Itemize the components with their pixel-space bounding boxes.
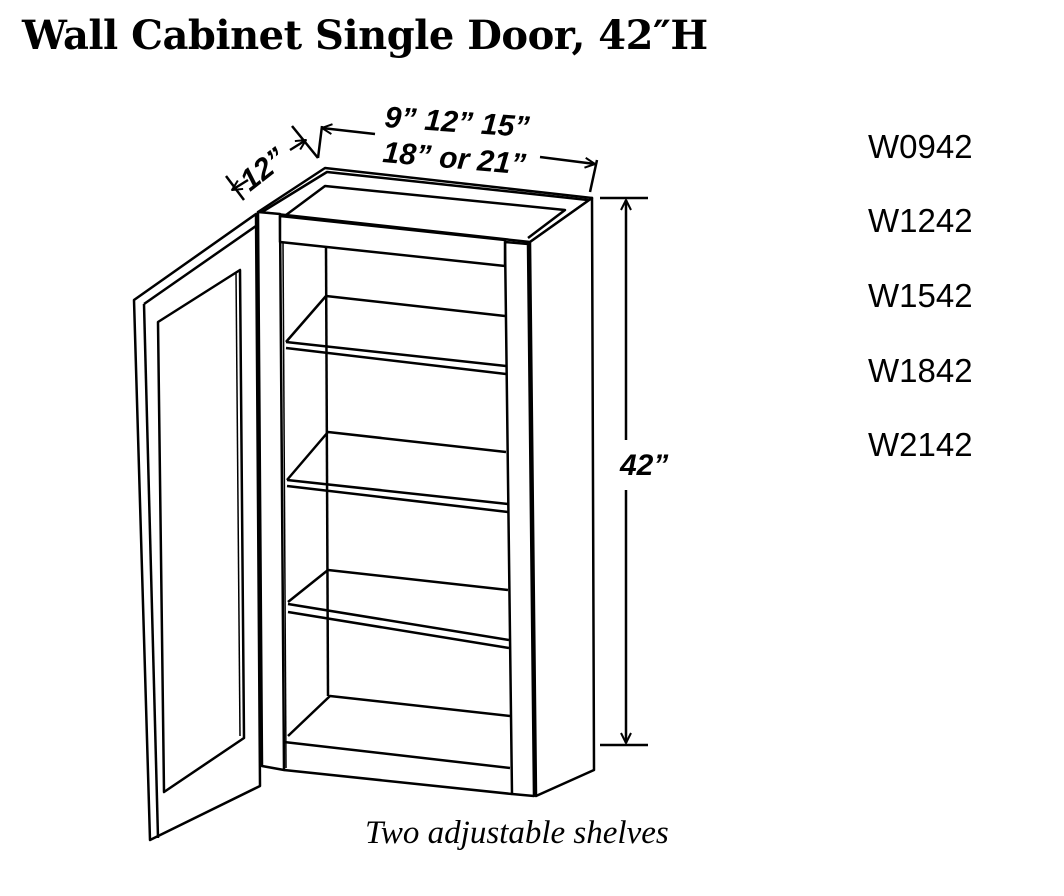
door-panel	[156, 268, 246, 794]
model-code: W1842	[868, 352, 973, 389]
shelves	[285, 294, 511, 737]
width-dimension	[316, 123, 599, 193]
depth-label: 12”	[234, 142, 292, 198]
model-code: W0942	[868, 128, 973, 165]
page-title: Wall Cabinet Single Door, 42″H	[22, 12, 708, 59]
height-dimension	[600, 196, 648, 747]
depth-dimension	[225, 125, 319, 201]
model-code: W2142	[868, 426, 973, 463]
height-label: 42”	[619, 449, 668, 482]
cabinet-box	[256, 166, 596, 798]
caption: Two adjustable shelves	[365, 815, 669, 851]
model-code: W1242	[868, 202, 973, 239]
width-label-line2: 18” or 21”	[381, 136, 527, 181]
open-door	[132, 212, 262, 842]
model-code: W1542	[868, 277, 973, 314]
